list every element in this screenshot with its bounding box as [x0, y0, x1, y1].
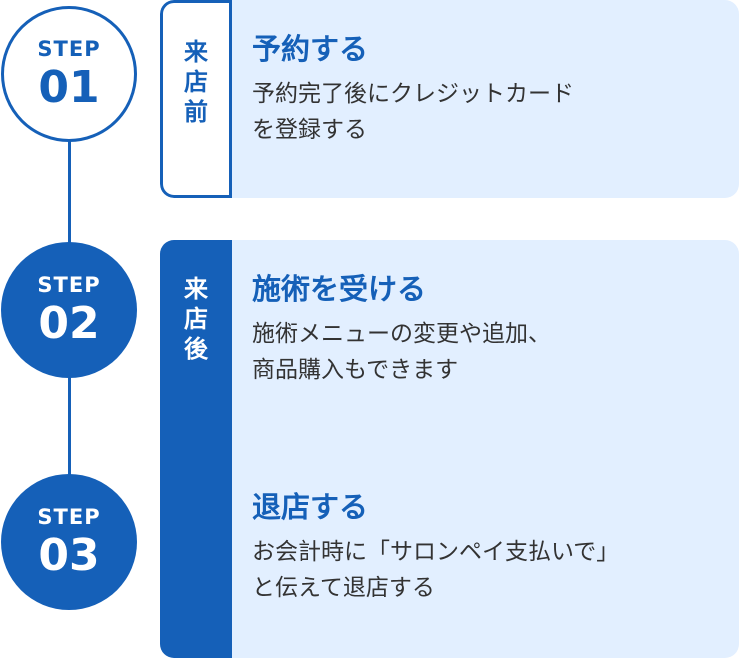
timeline-connector	[68, 140, 71, 244]
step-title: 施術を受ける	[252, 272, 427, 306]
step-number: 02	[38, 297, 100, 349]
step-03-circle: STEP 03	[1, 474, 137, 610]
after-visit-card: 来 店 後 施術を受ける 施術メニューの変更や追加、 商品購入もできます 退店す…	[160, 240, 739, 658]
phase-tab-after-visit: 来 店 後	[160, 240, 232, 658]
step-label: STEP	[37, 36, 101, 61]
description-line: と伝えて退店する	[252, 575, 435, 601]
step-01-circle: STEP 01	[1, 6, 137, 142]
timeline-connector	[68, 376, 71, 476]
step-number: 03	[38, 529, 100, 581]
before-visit-card: 来 店 前 予約する 予約完了後にクレジットカード を登録する	[160, 0, 739, 198]
step-02-circle: STEP 02	[1, 242, 137, 378]
phase-char: 来	[184, 275, 208, 303]
step-number: 01	[38, 61, 100, 113]
description-line: 予約完了後にクレジットカード	[252, 81, 574, 107]
step-description: 予約完了後にクレジットカード を登録する	[252, 76, 723, 148]
step-description: 施術メニューの変更や追加、 商品購入もできます	[252, 316, 723, 388]
description-line: を登録する	[252, 117, 367, 143]
phase-char: 前	[184, 98, 208, 126]
step-item-reserve: 予約する 予約完了後にクレジットカード を登録する	[252, 32, 723, 148]
step-label: STEP	[37, 504, 101, 529]
step-item-checkout: 退店する お会計時に「サロンペイ支払いで」 と伝えて退店する	[252, 490, 723, 606]
description-line: 商品購入もできます	[252, 357, 459, 383]
phase-tab-before-visit: 来 店 前	[160, 0, 232, 198]
description-line: 施術メニューの変更や追加、	[252, 321, 551, 347]
phase-char: 後	[184, 335, 208, 363]
description-line: お会計時に「サロンペイ支払いで」	[252, 539, 620, 565]
step-item-treatment: 施術を受ける 施術メニューの変更や追加、 商品購入もできます	[252, 272, 723, 388]
step-description: お会計時に「サロンペイ支払いで」 と伝えて退店する	[252, 534, 723, 606]
step-label: STEP	[37, 272, 101, 297]
phase-char: 店	[184, 68, 208, 96]
step-title: 退店する	[252, 490, 369, 524]
phase-char: 来	[184, 38, 208, 66]
step-title: 予約する	[252, 32, 369, 66]
phase-char: 店	[184, 305, 208, 333]
